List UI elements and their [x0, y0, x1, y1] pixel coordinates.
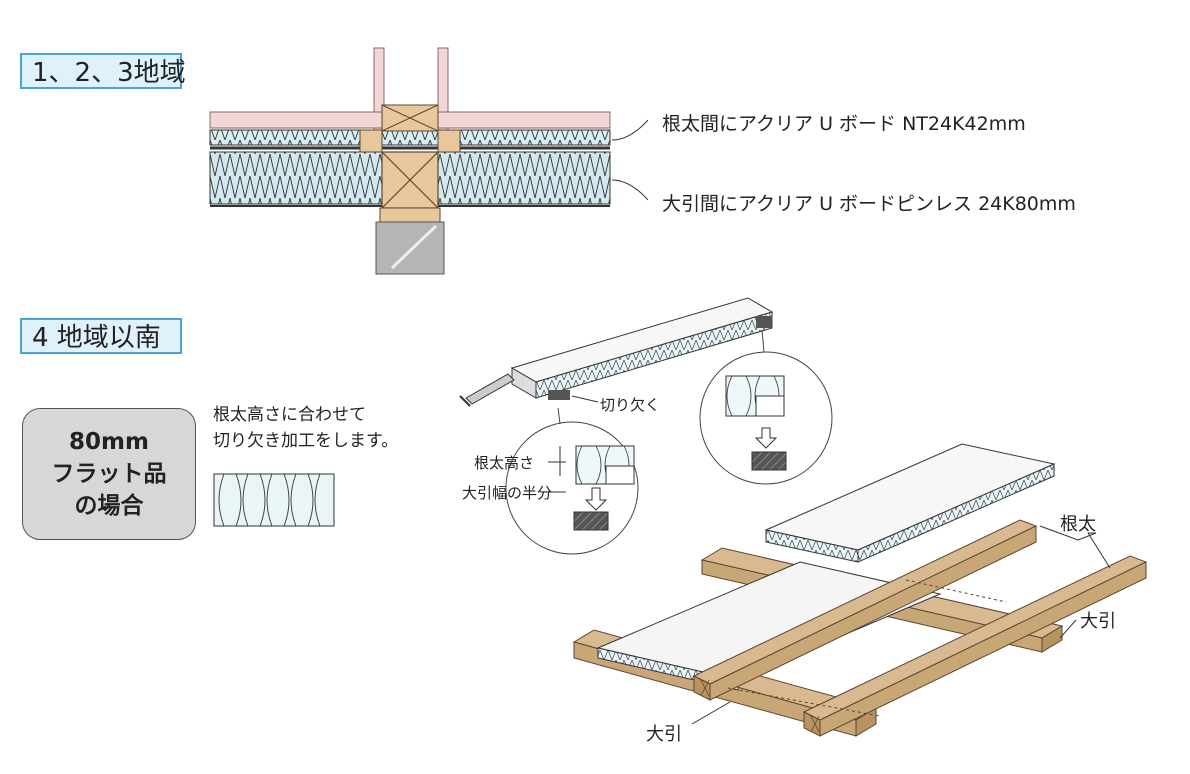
flat-box-line2: フラット品: [51, 461, 167, 487]
note-line2: 切り欠き加工をします。: [213, 431, 399, 451]
flat-product-box: 80mm フラット品 の場合: [22, 408, 196, 540]
region-1-2-3-tab: 1、2、3地域: [20, 53, 186, 89]
floor-section-drawing: [209, 47, 611, 275]
cut-board-drawing: [459, 297, 774, 407]
beam-half-label: 大引幅の半分: [462, 484, 553, 502]
joist-height-label: 根太高さ: [474, 454, 535, 472]
detail-circle-left: [505, 407, 639, 555]
beam-label-bottom: 大引: [646, 724, 682, 745]
flat-box-line1: 80mm: [69, 429, 149, 455]
joist-label: 根太: [1060, 514, 1096, 535]
note-line1: 根太高さに合わせて: [213, 405, 366, 425]
beam-insulation-callout: 大引間にアクリア U ボードピンレス 24K80mm: [662, 193, 1076, 215]
flat-board-sample: [213, 473, 335, 527]
floor-framing-drawing: [572, 443, 1148, 737]
cut-note: 根太高さに合わせて 切り欠き加工をします。: [213, 402, 398, 454]
beam-label-right: 大引: [1080, 611, 1116, 632]
flat-box-line3: の場合: [74, 493, 144, 519]
region-4-south-tab: 4 地域以南: [20, 318, 182, 354]
cut-label: 切り欠く: [600, 396, 661, 414]
detail-circle-right: [699, 329, 833, 485]
joist-insulation-callout: 根太間にアクリア U ボード NT24K42mm: [662, 113, 1026, 135]
